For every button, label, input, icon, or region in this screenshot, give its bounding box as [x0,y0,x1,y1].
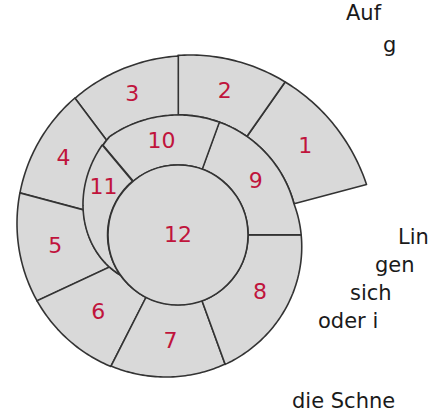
field-number: 4 [57,147,71,169]
cut-off-text: g [383,34,396,57]
field-number: 9 [249,170,263,192]
field-shape [108,165,248,305]
cut-off-text: gen [375,254,415,277]
field-number: 1 [298,135,312,157]
field-number: 5 [48,235,62,257]
field-number: 3 [125,83,139,105]
field-number: 10 [147,130,175,152]
cut-off-text: Auf [346,2,381,25]
board-field: 12 [105,162,251,308]
field-number: 2 [218,80,232,102]
field-number: 7 [164,330,178,352]
cut-off-text: die Schne [292,390,395,413]
cut-off-text: oder i [318,310,378,333]
cut-off-text: Lin [398,226,429,249]
field-number: 11 [89,176,117,198]
field-number: 8 [253,281,267,303]
field-number: 12 [164,224,192,246]
field-number: 6 [91,301,105,323]
cut-off-text: sich [350,282,392,305]
